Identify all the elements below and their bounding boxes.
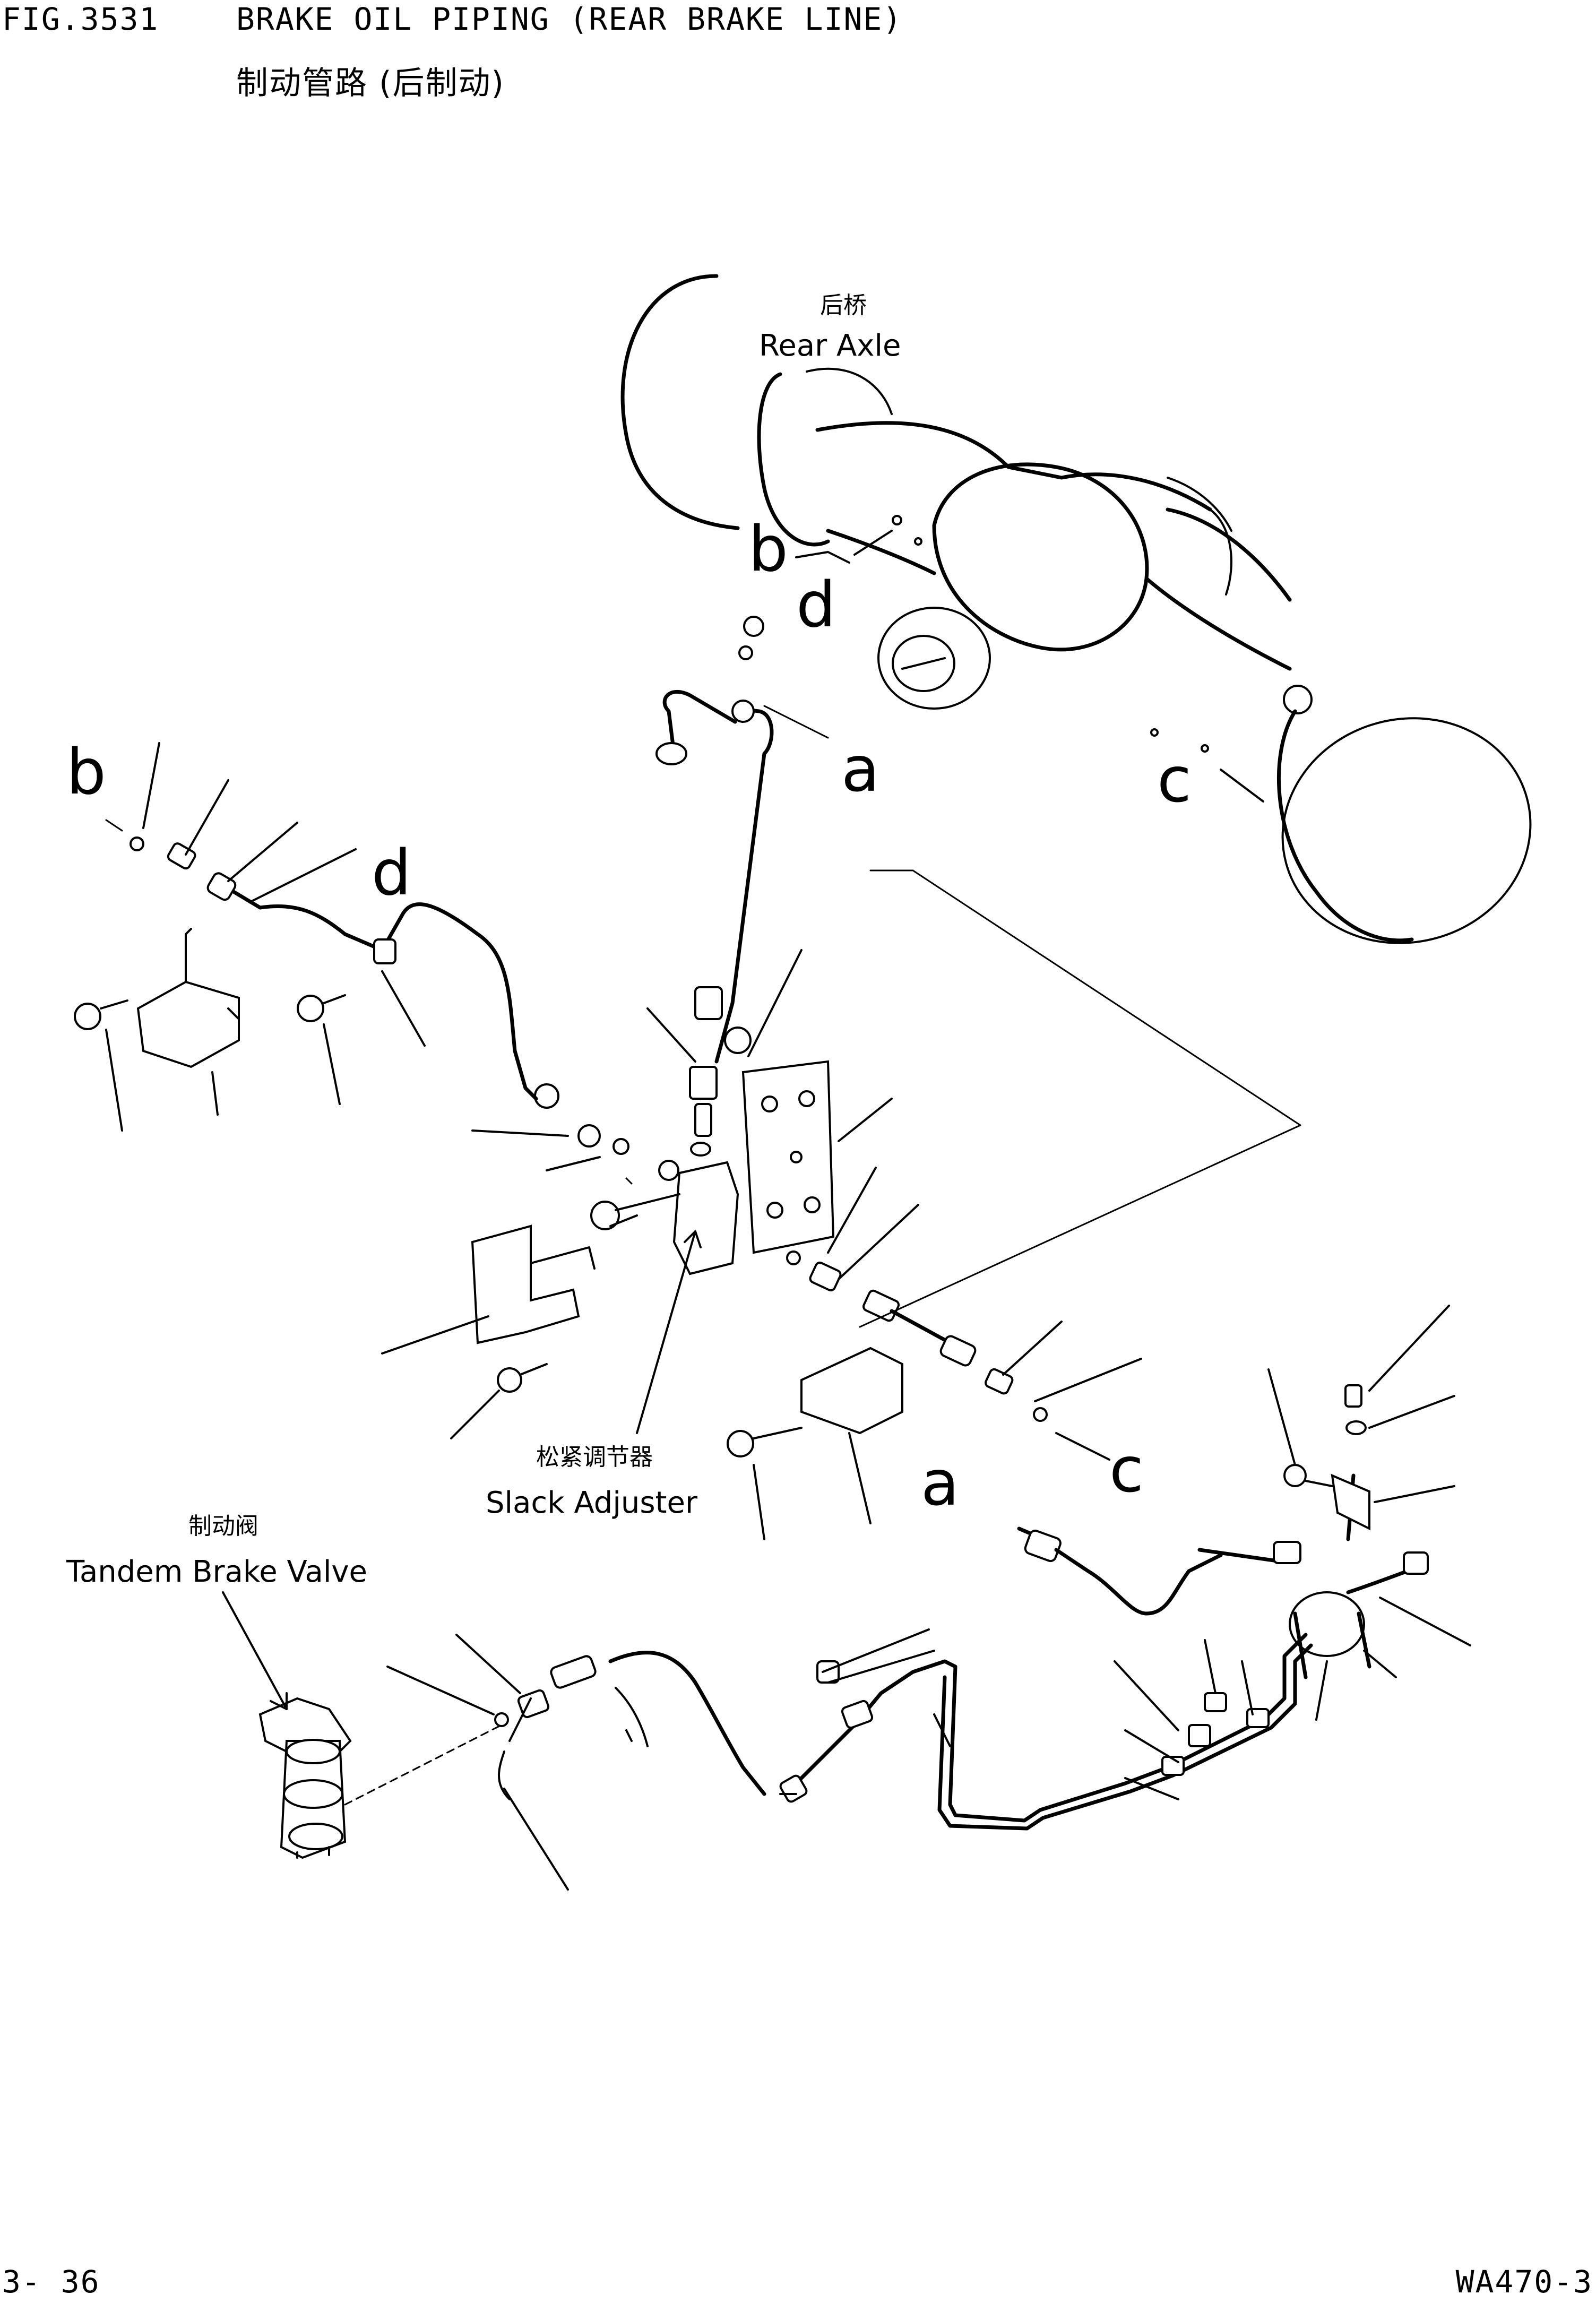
callout-c-lower: c: [1109, 1433, 1144, 1506]
callout-b-left: b: [66, 735, 106, 808]
callout-a-lower: a: [921, 1446, 959, 1520]
model-number: WA470-3: [1455, 2264, 1593, 2300]
slack-adjuster-label-zh: 松紧调节器: [536, 1444, 653, 1471]
slack-adjuster-pointer: [636, 1230, 696, 1434]
axle-brake-tube: [655, 616, 829, 1064]
tandem-brake-valve: [258, 1697, 503, 1859]
callout-c-axle: c: [1157, 743, 1192, 816]
tandem-valve-pointer: [222, 1591, 288, 1710]
tandem-valve-label-en: Tandem Brake Valve: [66, 1555, 367, 1589]
connection-line-a: [859, 869, 1301, 1328]
lower-pipe-run: [386, 1305, 1471, 1891]
tandem-valve-label-zh: 制动阀: [188, 1513, 258, 1540]
callout-d-axle: d: [796, 568, 836, 641]
figure-title-en: BRAKE OIL PIPING (REAR BRAKE LINE): [236, 1, 903, 37]
left-hose-group: [74, 742, 538, 1132]
rear-axle-label-en: Rear Axle: [759, 329, 901, 363]
page-number: 3- 36: [2, 2264, 100, 2300]
callout-a-axle: a: [841, 732, 879, 806]
bracket-center: [381, 1224, 596, 1439]
rear-axle-drawing: [620, 274, 1532, 944]
rear-axle-label-zh: 后桥: [820, 292, 867, 319]
right-hose-group: [727, 1321, 1142, 1540]
slack-adjuster-assembly: [471, 949, 952, 1345]
slack-adjuster-label-en: Slack Adjuster: [486, 1486, 698, 1520]
callout-b-axle: b: [748, 512, 788, 585]
figure-number: FIG.3531: [2, 1, 159, 37]
figure-title-zh: 制动管路 (后制动): [236, 65, 505, 102]
callout-d-left: d: [372, 836, 411, 909]
